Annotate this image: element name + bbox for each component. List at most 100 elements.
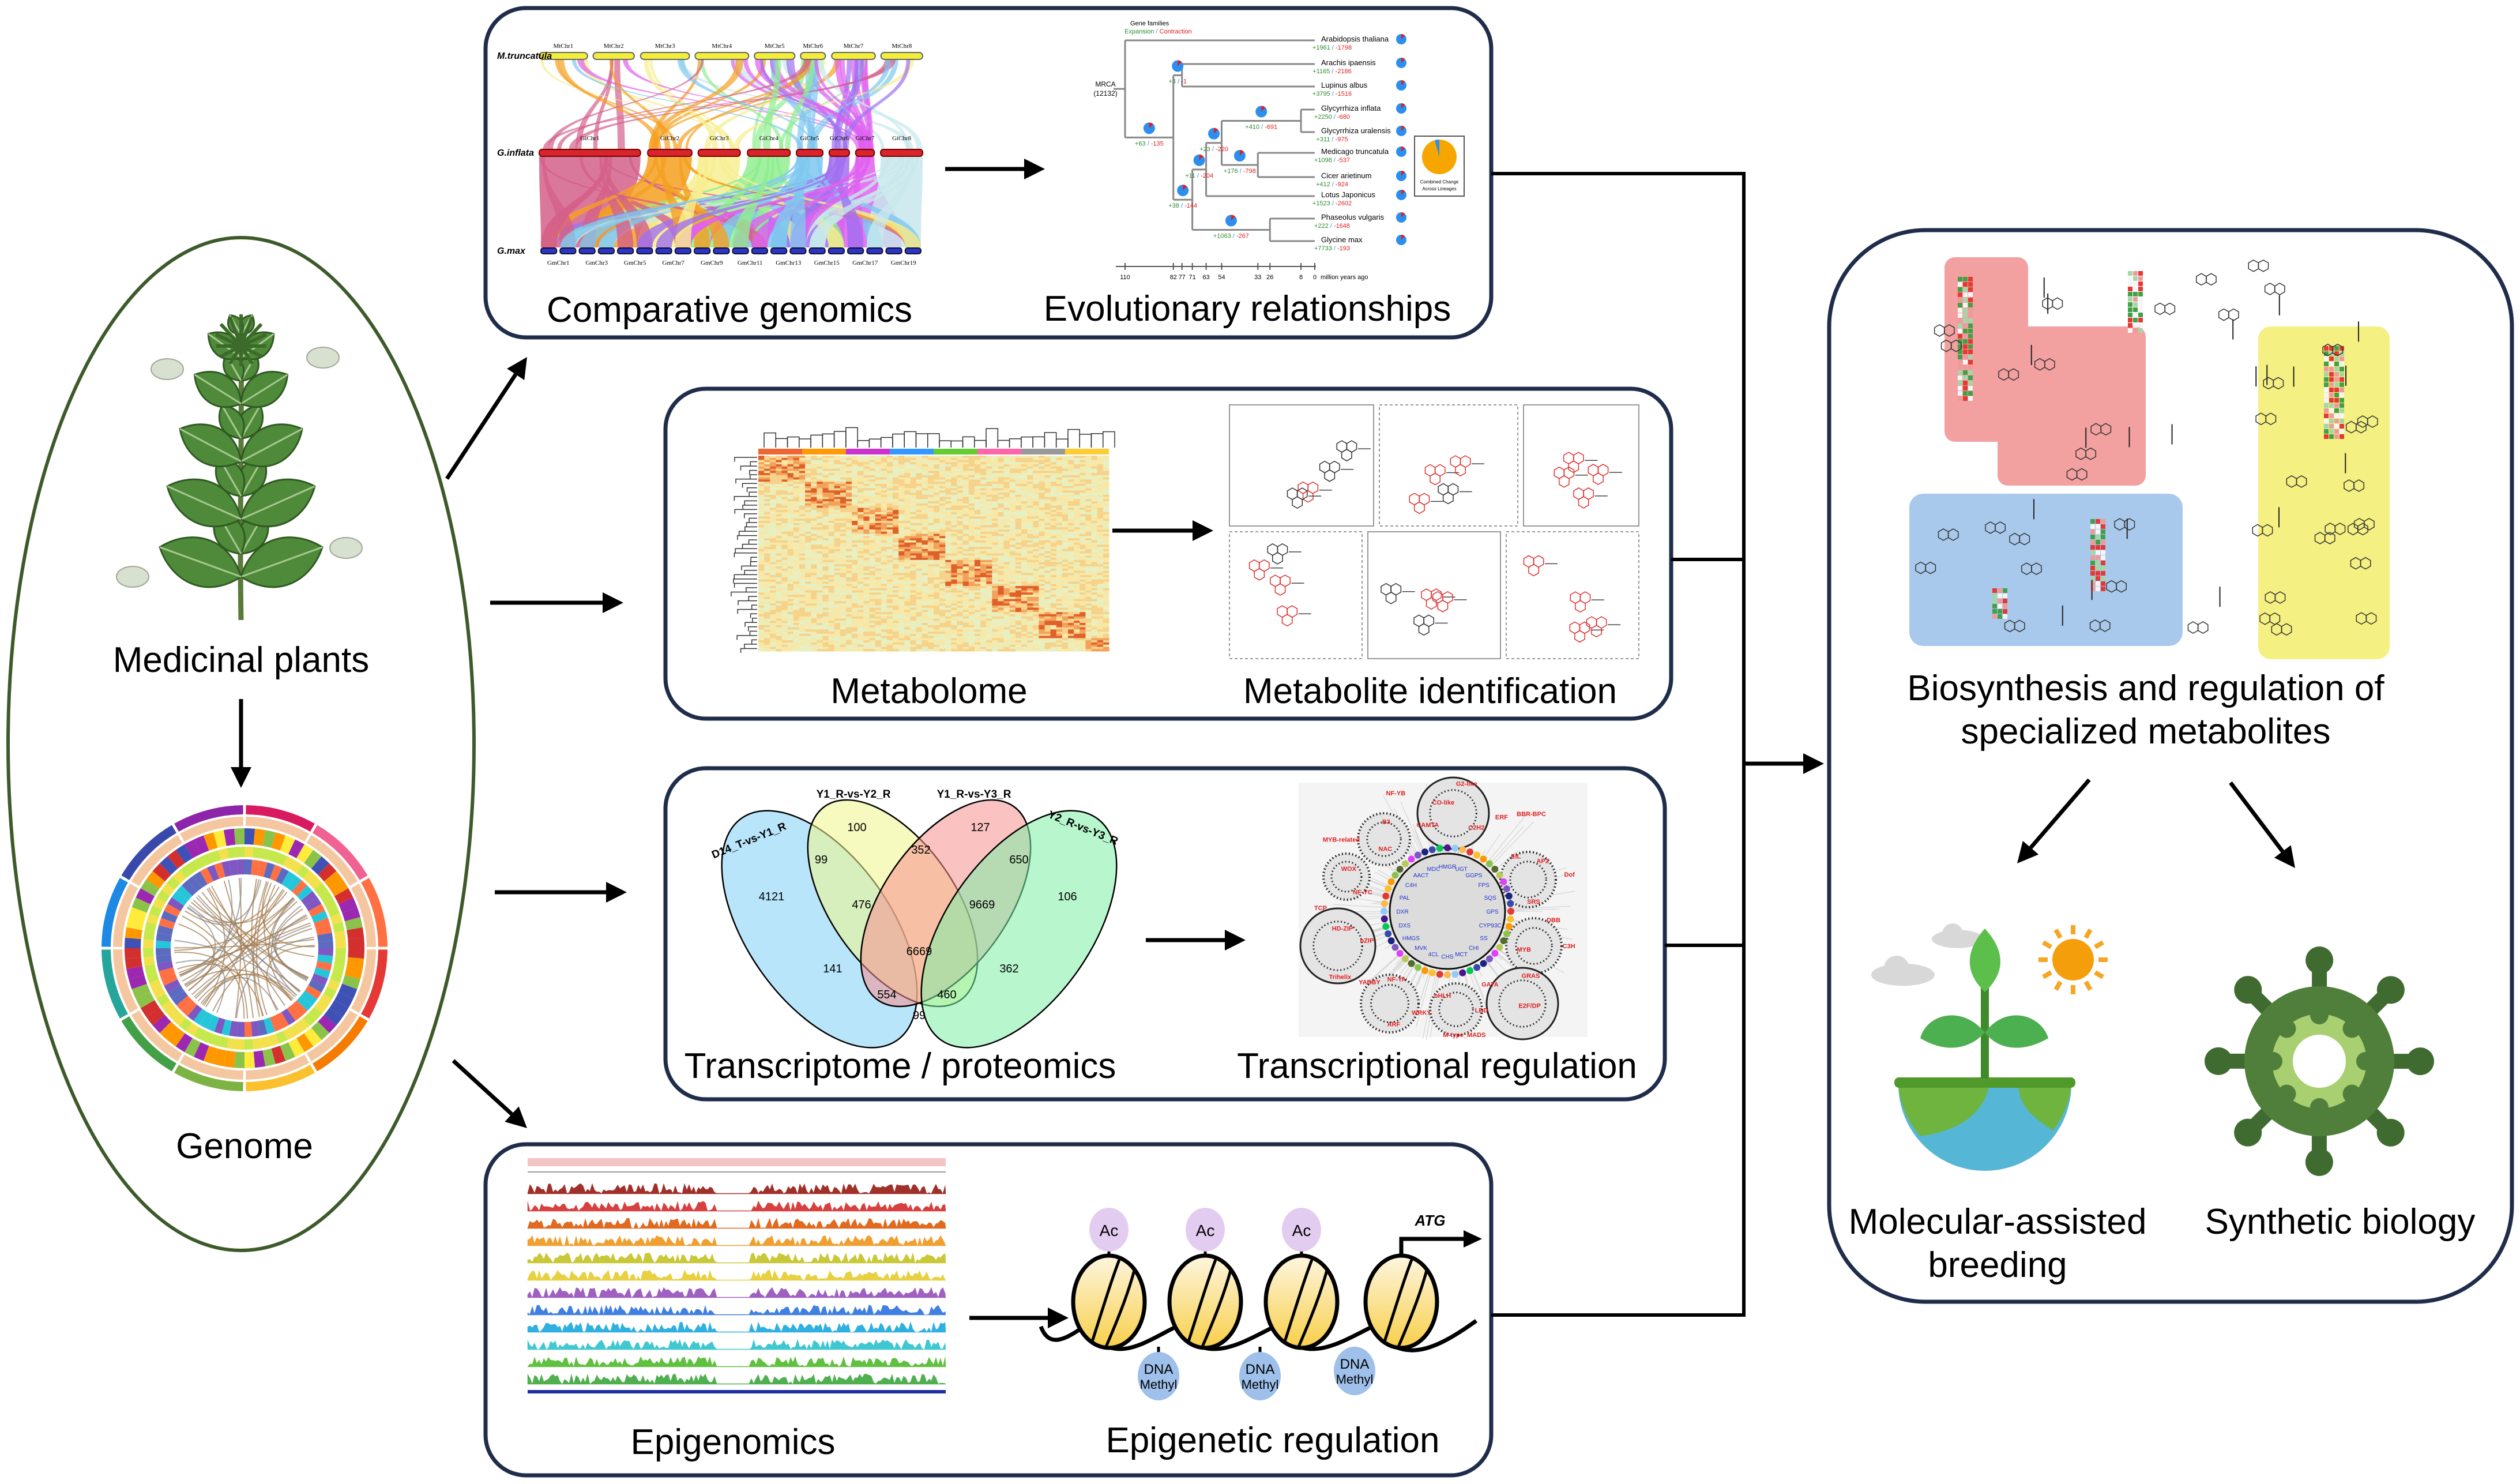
heatmap-cell (1068, 493, 1074, 495)
heatmap-cell (1080, 497, 1086, 499)
heatmap-cell (922, 523, 928, 526)
heatmap-cell (980, 553, 987, 556)
heatmap-cell (998, 521, 1005, 524)
heatmap-cell (828, 590, 835, 593)
heatmap-cell (875, 588, 882, 591)
heatmap-cell (992, 525, 998, 528)
heatmap-cell (1080, 540, 1086, 543)
heatmap-cell (1044, 464, 1051, 467)
heatmap-cell (799, 529, 806, 532)
heatmap-cell (898, 529, 905, 532)
heatmap-cell (805, 512, 811, 515)
heatmap-cell (1080, 486, 1086, 489)
heatmap-cell (939, 592, 946, 595)
heatmap-cell (945, 483, 951, 487)
heatmap-cell (886, 523, 893, 526)
heatmap-cell (793, 564, 800, 567)
heatmap-cell (857, 468, 864, 471)
heatmap-cell (1085, 497, 1092, 499)
expression-track (292, 880, 307, 896)
heatmap-cell (1033, 588, 1039, 591)
heatmap-cell (962, 457, 969, 461)
heatmap-cell (1009, 562, 1016, 565)
synteny-ribbon (809, 156, 905, 247)
heatmap-cell (898, 471, 905, 474)
heatmap-cell (863, 475, 870, 478)
gc-track (113, 883, 138, 947)
heatmap-cell (863, 548, 870, 552)
heatmap-cell (857, 548, 864, 552)
heatmap-cell (758, 456, 765, 459)
heatmap-cell (817, 473, 823, 476)
heatmap-cell (863, 503, 870, 506)
heatmap-cell (992, 592, 998, 595)
heatmap-cell (1015, 584, 1022, 587)
heatmap-cell (793, 599, 800, 602)
heatmap-cell (857, 503, 864, 506)
heatmap-cell (799, 525, 806, 528)
karyotype-segment (361, 949, 388, 1019)
heatmap-cell (834, 559, 841, 563)
taxon-name: Cicer arietinum (1321, 171, 1371, 180)
expression-track (214, 862, 225, 879)
heatmap-cell (974, 494, 981, 498)
heatmap-cell (863, 483, 870, 487)
heatmap-cell (1091, 536, 1098, 539)
heatmap-cell (881, 508, 887, 510)
heatmap-cell (1039, 579, 1045, 582)
heatmap-cell (910, 519, 917, 521)
heatmap-cell (1009, 464, 1016, 467)
heatmap-cell (834, 529, 841, 532)
heatmap-cell (758, 595, 765, 598)
heatmap-cell (1091, 521, 1098, 524)
heatmap-cell (776, 466, 783, 469)
heatmap-cell (822, 473, 829, 476)
heatmap-cell (962, 547, 969, 550)
heatmap-cell (817, 558, 823, 561)
heatmap-cell (904, 494, 911, 498)
heatmap-cell (1080, 592, 1086, 595)
repeat-track (152, 986, 166, 999)
mt-chromosome (754, 52, 796, 60)
heatmap-cell (1097, 544, 1104, 547)
heatmap-cell (1085, 566, 1092, 569)
heatmap-cell (1068, 540, 1074, 543)
heatmap-cell (1085, 579, 1092, 582)
synteny-link (253, 881, 268, 1017)
taxon-name: Arabidopsis thaliana (1321, 35, 1389, 43)
heatmap-cell (857, 473, 864, 476)
heatmap-cell (881, 483, 887, 487)
heatmap-cell (1080, 562, 1086, 565)
heatmap-cell (962, 553, 969, 556)
heatmap-cell (799, 596, 806, 600)
heatmap-cell (1091, 464, 1098, 467)
heatmap-cell (846, 471, 852, 474)
heatmap-cell (898, 503, 905, 506)
heatmap-cell (922, 483, 928, 487)
heatmap-cell (863, 499, 870, 502)
heatmap-cell (869, 575, 876, 578)
heatmap-cell (1015, 457, 1022, 461)
heatmap-cell (992, 497, 998, 499)
heatmap-cell (869, 525, 876, 528)
heatmap-cell (857, 577, 864, 580)
heatmap-cell (951, 486, 958, 489)
heatmap-cell (875, 542, 882, 545)
heatmap-cell (822, 584, 829, 587)
heatmap-cell (881, 570, 887, 573)
heatmap-cell (852, 544, 858, 547)
heatmap-cell (869, 555, 876, 558)
heatmap-cell (886, 479, 893, 482)
heatmap-cell (1044, 510, 1051, 513)
heatmap-cell (910, 601, 917, 604)
heatmap-cell (1003, 555, 1010, 558)
heatmap-cell (945, 555, 951, 558)
heatmap-cell (1003, 547, 1010, 550)
heatmap-cell (927, 486, 934, 489)
heatmap-cell (1033, 536, 1039, 539)
heatmap-cell (787, 488, 794, 491)
heatmap-cell (1103, 586, 1109, 589)
heatmap-cell (1068, 486, 1074, 489)
heatmap-cell (881, 601, 887, 604)
heatmap-cell (992, 482, 998, 484)
